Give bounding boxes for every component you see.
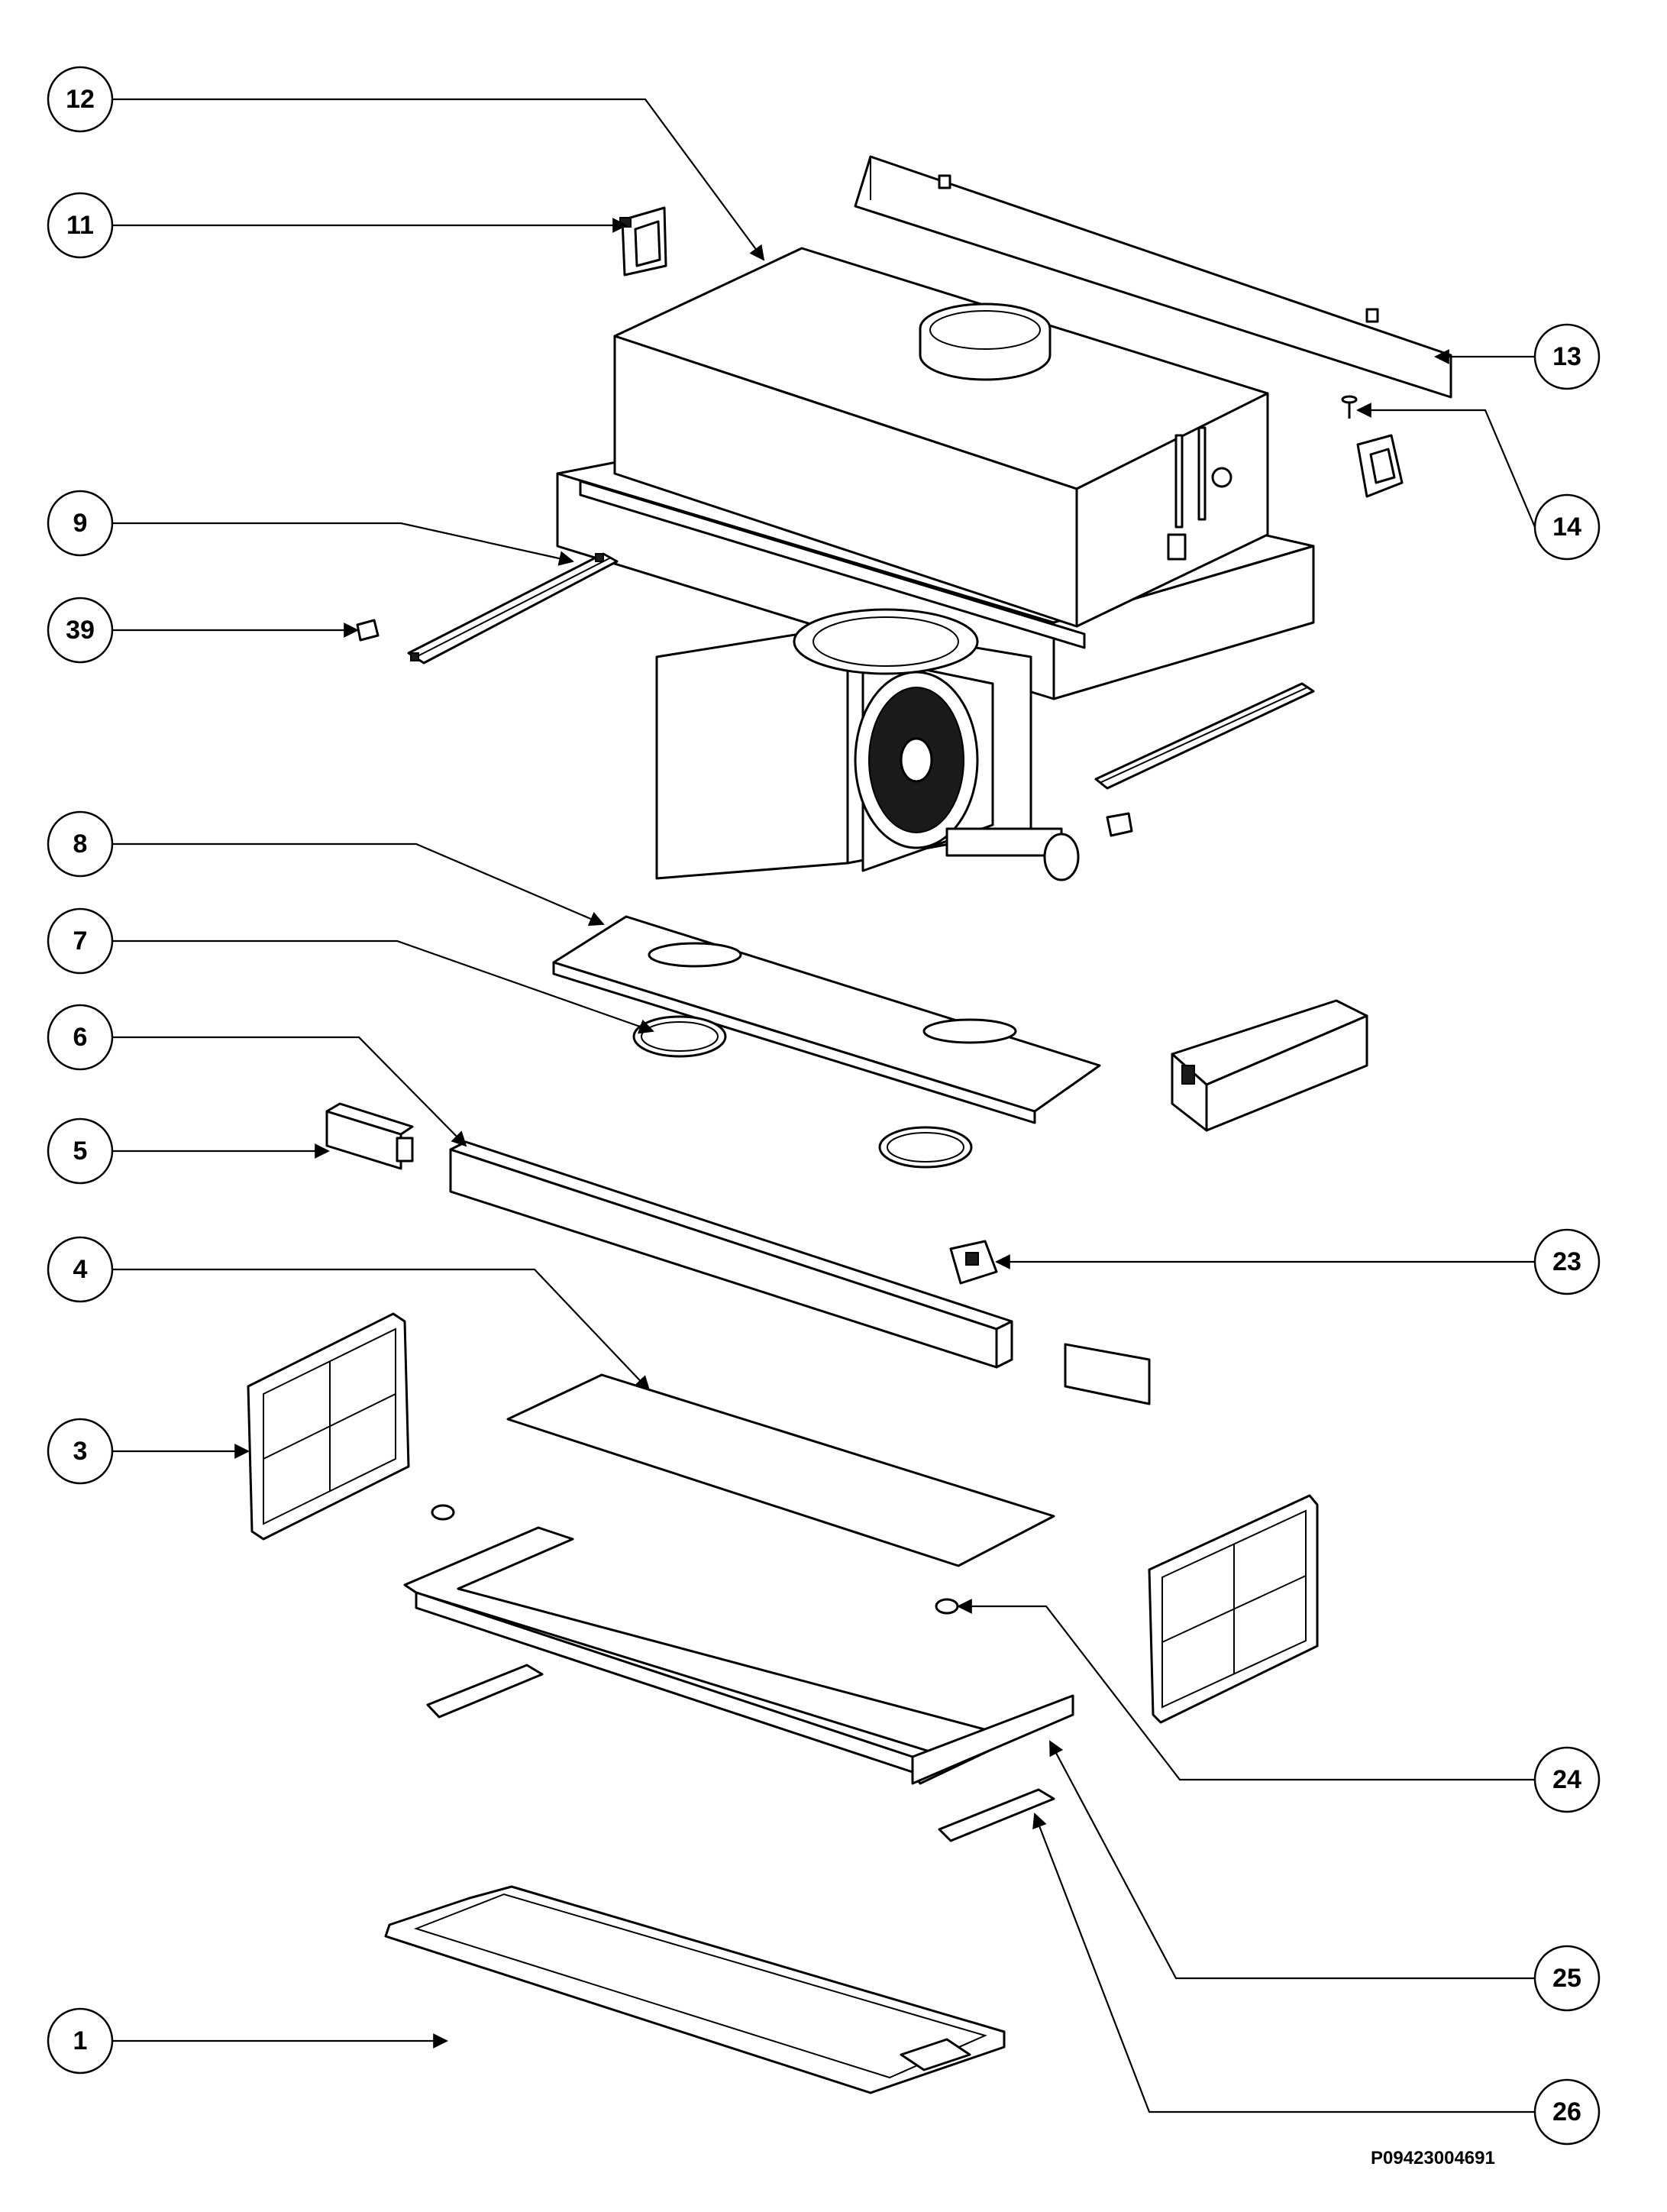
callout-circle [47, 1418, 114, 1485]
callout-1: 1 [47, 2007, 114, 2075]
part-drawer-frame [403, 1526, 1074, 1785]
leader-6 [107, 1036, 467, 1147]
part-left-slide-rail [407, 552, 619, 665]
leader-lines [107, 98, 1536, 2113]
callout-label: 14 [1552, 513, 1581, 542]
callout-label: 7 [73, 927, 88, 956]
callout-11: 11 [47, 192, 114, 259]
callout-circle [1533, 2078, 1601, 2146]
part-slide-guide-right [938, 1788, 1055, 1842]
part-glass-panel [506, 1373, 1055, 1567]
part-end-bracket [1064, 1343, 1151, 1405]
callout-circle [47, 1117, 114, 1185]
callout-circle [47, 490, 114, 557]
callout-circle [1533, 1228, 1601, 1295]
callout-circle [47, 907, 114, 975]
callout-label: 39 [66, 616, 95, 645]
part-right-slide-rail [1094, 682, 1315, 790]
callout-5: 5 [47, 1117, 114, 1185]
part-light-switch [949, 1240, 998, 1285]
callout-label: 1 [73, 2026, 88, 2055]
callout-label: 24 [1552, 1765, 1581, 1794]
callout-13: 13 [1533, 323, 1601, 390]
leader-9 [107, 522, 574, 566]
callout-9: 9 [47, 490, 114, 557]
callout-circle [1533, 493, 1601, 561]
leader-25 [1049, 1740, 1535, 1980]
part-lamp-holder [1171, 999, 1368, 1132]
part-connector [325, 1102, 414, 1170]
callout-8: 8 [47, 810, 114, 878]
part-grease-filter-right [1148, 1494, 1319, 1724]
callout-circle [47, 1004, 114, 1071]
part-motor-assembly [655, 608, 1080, 881]
leader-8 [107, 842, 605, 927]
callout-circle [1533, 1746, 1601, 1813]
callout-26: 26 [1533, 2078, 1601, 2146]
callout-circle [47, 1236, 114, 1303]
callout-circle [47, 2007, 114, 2075]
callout-label: 9 [73, 509, 88, 538]
callout-label: 25 [1552, 1964, 1581, 1993]
callout-circle [47, 810, 114, 878]
callout-circle [1533, 1945, 1601, 2012]
part-slide-guide-left [426, 1664, 544, 1719]
part-rear-bracket [854, 155, 1452, 399]
part-fan-plate [552, 915, 1101, 1124]
callout-3: 3 [47, 1418, 114, 1485]
callout-circle [47, 192, 114, 259]
part-small-block [356, 619, 380, 642]
callout-25: 25 [1533, 1945, 1601, 2012]
callout-bubbles: 12 11 13 14 9 39 8 7 6 5 23 4 3 24 25 26 1 [47, 66, 1601, 2146]
callout-circle [1533, 323, 1601, 390]
callout-label: 12 [66, 85, 95, 114]
callout-12: 12 [47, 66, 114, 133]
leader-4 [107, 1268, 651, 1392]
part-small-clip-right [935, 1598, 959, 1615]
part-switch-module [619, 206, 667, 276]
callout-label: 13 [1552, 342, 1581, 371]
leader-26 [1032, 1813, 1535, 2113]
part-small-clip-left [431, 1504, 455, 1521]
callout-circle [47, 66, 114, 133]
callout-circle [47, 597, 114, 664]
part-gasket-left [632, 1015, 727, 1058]
part-grease-filter-left [247, 1312, 410, 1541]
leader-14 [1356, 403, 1536, 528]
callout-7: 7 [47, 907, 114, 975]
callout-label: 26 [1552, 2097, 1581, 2126]
callout-6: 6 [47, 1004, 114, 1071]
part-front-panel [384, 1885, 1006, 2094]
part-front-profile [449, 1140, 1013, 1369]
leader-7 [107, 939, 654, 1034]
callout-14: 14 [1533, 493, 1601, 561]
callout-label: 8 [73, 830, 88, 859]
leader-12 [107, 98, 765, 261]
callout-label: 5 [73, 1137, 88, 1166]
document-code: P09423004691 [1371, 2148, 1495, 2168]
callout-label: 11 [66, 211, 94, 240]
callout-4: 4 [47, 1236, 114, 1303]
part-right-small-block [1106, 812, 1133, 837]
callout-39: 39 [47, 597, 114, 664]
callout-label: 4 [73, 1255, 88, 1284]
part-clip [1356, 434, 1404, 498]
part-gasket-right [878, 1126, 973, 1169]
part-screw [1341, 395, 1358, 419]
callout-label: 3 [73, 1437, 88, 1466]
callout-23: 23 [1533, 1228, 1601, 1295]
leader-24 [957, 1599, 1535, 1781]
callout-label: 6 [73, 1023, 88, 1052]
callout-label: 23 [1552, 1247, 1581, 1276]
callout-24: 24 [1533, 1746, 1601, 1813]
